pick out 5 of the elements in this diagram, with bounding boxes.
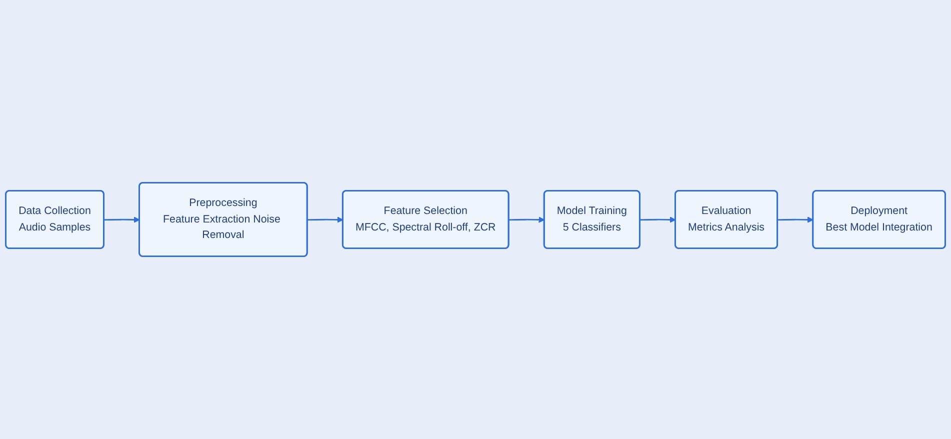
- arrow: [104, 216, 140, 223]
- arrow: [640, 216, 676, 223]
- arrow: [508, 216, 545, 223]
- arrow: [307, 216, 344, 223]
- arrow: [778, 216, 814, 223]
